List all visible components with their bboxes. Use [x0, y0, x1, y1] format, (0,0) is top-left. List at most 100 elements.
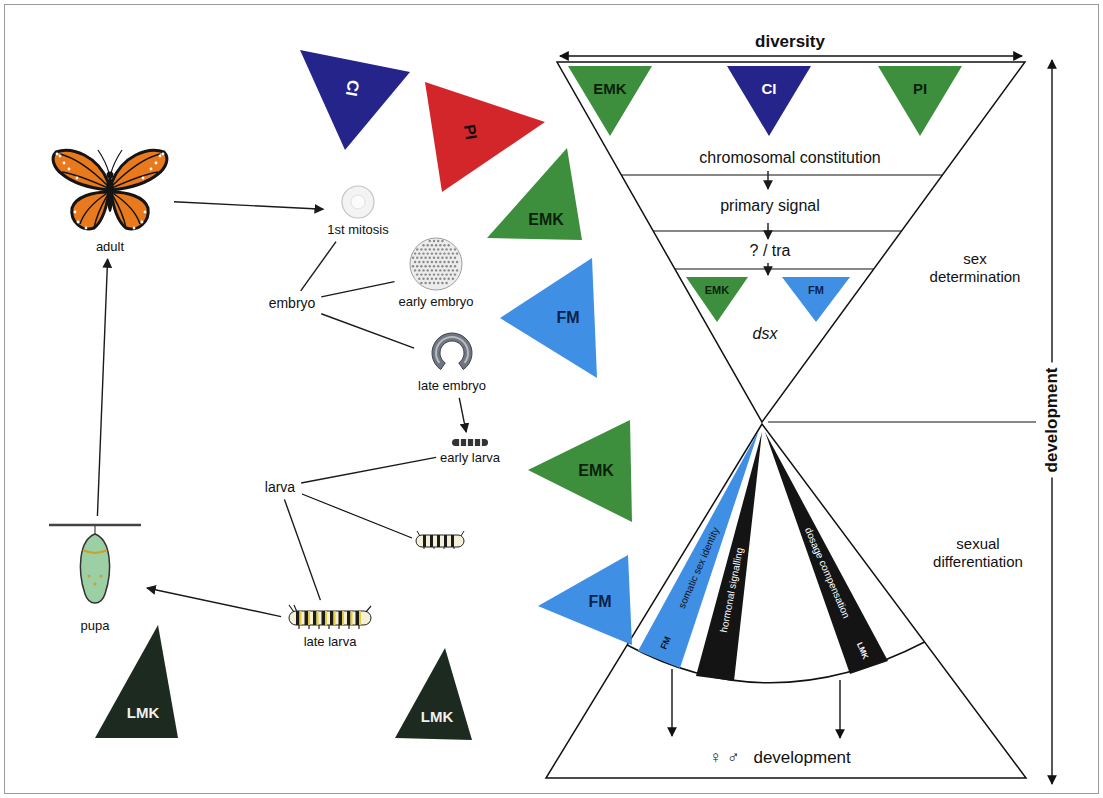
- nucleus-dot: [433, 273, 435, 275]
- nucleus-dot: [420, 265, 422, 267]
- nucleus-dot: [418, 261, 420, 263]
- connector: [321, 282, 394, 297]
- hourglass-band: chromosomal constitutionEMKCIPI: [560, 64, 1020, 170]
- nucleus-dot: [437, 240, 439, 242]
- symbol-label: EMK: [705, 285, 729, 296]
- stage-caption: late embryo: [418, 378, 486, 394]
- wing-veins: [60, 154, 108, 228]
- symbol-triangle: PI: [878, 66, 962, 136]
- nucleus-dot: [433, 248, 435, 250]
- nucleus-dot: [445, 248, 447, 250]
- caterpillar-stripe: [317, 611, 319, 625]
- nucleus-dot: [450, 273, 452, 275]
- bar-fill: [638, 430, 759, 668]
- triangle-fill: [568, 66, 652, 136]
- band-divider: [675, 268, 874, 269]
- life-stage: 1st mitosis: [325, 182, 390, 240]
- nucleus-dot: [443, 244, 445, 246]
- nucleus-dot: [414, 252, 416, 254]
- outcome-label: ♀ ♂: [709, 748, 739, 768]
- connector: [97, 259, 107, 516]
- triangle-shape: [425, 82, 545, 192]
- stage-caption: pupa: [47, 618, 143, 634]
- triangle-fill: [686, 277, 748, 322]
- wing-spot: [63, 162, 66, 165]
- nucleus-dot: [431, 252, 433, 254]
- nucleus-dot: [418, 252, 420, 254]
- nucleus-dot: [429, 265, 431, 267]
- nucleus-dot: [447, 269, 449, 271]
- wing-spot: [144, 211, 147, 214]
- picture-group: [410, 238, 462, 290]
- nucleus-dot: [456, 261, 458, 263]
- wing-pair: [53, 150, 108, 229]
- nucleus-dot: [424, 265, 426, 267]
- nucleus-dot: [431, 244, 433, 246]
- caterpillar-stripe: [313, 611, 317, 625]
- nucleus-dot: [450, 257, 452, 259]
- nucleus-dot: [424, 257, 426, 259]
- outcome-label: development: [753, 748, 850, 768]
- nucleus-dot: [443, 278, 445, 280]
- nucleus-dot: [424, 248, 426, 250]
- phase-divider: [768, 422, 1036, 423]
- nucleus-dot: [422, 252, 424, 254]
- frame-border: [5, 5, 1099, 794]
- wing-spot: [159, 155, 162, 158]
- nucleus-dot: [426, 261, 428, 263]
- nucleus-dot: [454, 273, 456, 275]
- life-stage: late larva: [283, 602, 377, 652]
- symbol-label: PI: [461, 123, 479, 141]
- nucleus-dot: [447, 261, 449, 263]
- connector: [459, 398, 466, 432]
- larva-stripe: [466, 439, 468, 446]
- nucleus-dot: [418, 278, 420, 280]
- nucleus-dot: [420, 282, 422, 284]
- wing-spot: [56, 153, 59, 156]
- nucleus-dot: [422, 269, 424, 271]
- nucleus-dot: [420, 248, 422, 250]
- caterpillar-tentacles: [289, 605, 371, 612]
- caterpillar-stripe: [423, 535, 426, 547]
- nucleus-dot: [437, 282, 439, 284]
- nucleus-dot: [426, 278, 428, 280]
- wing-spot: [74, 211, 77, 214]
- caterpillar-stripe: [334, 611, 336, 625]
- caterpillar-stripe: [437, 535, 440, 547]
- nucleus-dot: [439, 261, 441, 263]
- nucleus-dot: [450, 248, 452, 250]
- caterpillar-stripe: [305, 611, 309, 625]
- caterpillar-stripe: [351, 611, 353, 625]
- nucleus-dot: [426, 252, 428, 254]
- wing-spot: [133, 227, 136, 230]
- caterpillar-stripe: [342, 611, 344, 625]
- wing-spot: [150, 168, 153, 171]
- nucleus-dot: [454, 248, 456, 250]
- pathway-bar: dosage compensationLMK: [765, 432, 888, 674]
- picture-group: [432, 333, 472, 370]
- caterpillar-tentacle: [417, 531, 420, 536]
- nucleus-dot: [445, 257, 447, 259]
- triangle-fill: [425, 82, 545, 192]
- picture-group: [53, 150, 167, 229]
- symbol-label: PI: [913, 81, 927, 96]
- nucleus-dot: [418, 269, 420, 271]
- nucleus-dot: [435, 244, 437, 246]
- caterpillar-stripe: [347, 611, 351, 625]
- triangle-shape: [568, 66, 652, 136]
- gold-spot: [94, 583, 97, 586]
- nucleus-dot: [422, 261, 424, 263]
- caterpillar-stripe: [308, 611, 310, 625]
- nucleus-dot: [439, 244, 441, 246]
- hindwing: [72, 192, 108, 229]
- stage-caption: early larva: [440, 450, 500, 466]
- nucleus-dot: [429, 257, 431, 259]
- symbol-triangle: PI: [425, 82, 545, 192]
- nucleus-dot: [441, 273, 443, 275]
- wing-spot: [162, 153, 165, 156]
- caterpillar-stripe: [330, 611, 334, 625]
- picture-group: [49, 525, 141, 603]
- nucleus-dot: [439, 278, 441, 280]
- nucleus-dot: [445, 265, 447, 267]
